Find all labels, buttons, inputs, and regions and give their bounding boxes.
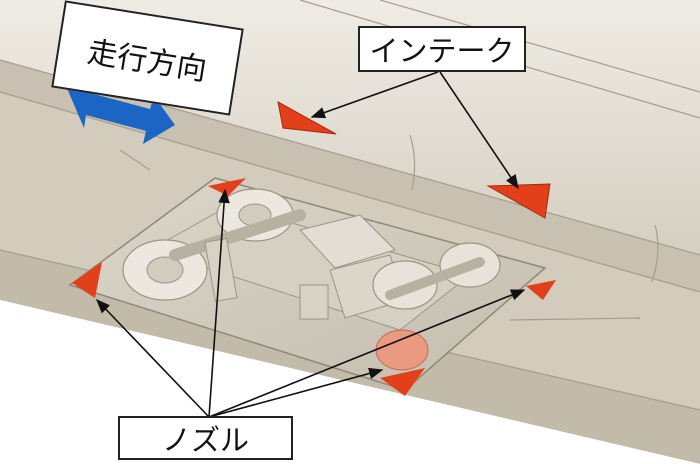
intake-front (277, 101, 337, 135)
nozzle-leader-lines (96, 188, 526, 418)
bogie-mechanism (122, 188, 501, 371)
nozzle-front-top (208, 178, 246, 196)
nozzle-front-left (72, 262, 102, 298)
car-body-side-band (0, 60, 700, 292)
intake-leader-lines (310, 71, 519, 190)
nozzle-label: ノズル (118, 416, 293, 460)
nozzle-rear-right (526, 280, 556, 300)
double-headed-arrow-icon (66, 80, 175, 144)
panel-seams (0, 0, 700, 411)
intake-label: インテーク (358, 26, 526, 72)
nozzle-rear-bottom (380, 368, 425, 396)
intake-rear (486, 183, 551, 219)
